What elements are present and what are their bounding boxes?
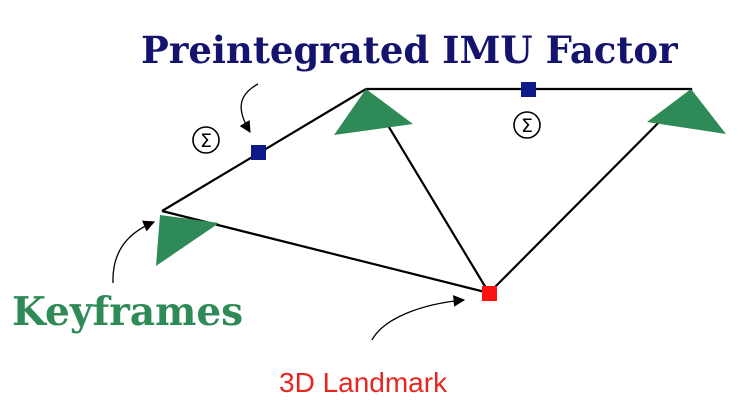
keyframe-icon (334, 89, 413, 135)
imu-factor-label: Preintegrated IMU Factor (141, 28, 678, 72)
imu-factor-node (251, 145, 266, 160)
sigma-icon: Σ (192, 126, 220, 154)
imu-factor-pointer-arrow (239, 83, 259, 134)
landmark-pointer-arrow (371, 295, 466, 341)
sigma-text: Σ (200, 130, 212, 152)
keyframes-label: Keyframes (12, 289, 243, 335)
landmark-node (482, 286, 497, 301)
landmark-label: 3D Landmark (279, 367, 448, 398)
sigma-text: Σ (521, 115, 533, 137)
keyframe-icon (156, 215, 219, 266)
keyframe-icon (647, 89, 726, 134)
sigma-icon: Σ (513, 111, 541, 139)
graph-edges (161, 87, 693, 295)
imu-factor-node (521, 82, 536, 97)
keyframes-pointer-arrow (112, 220, 156, 284)
